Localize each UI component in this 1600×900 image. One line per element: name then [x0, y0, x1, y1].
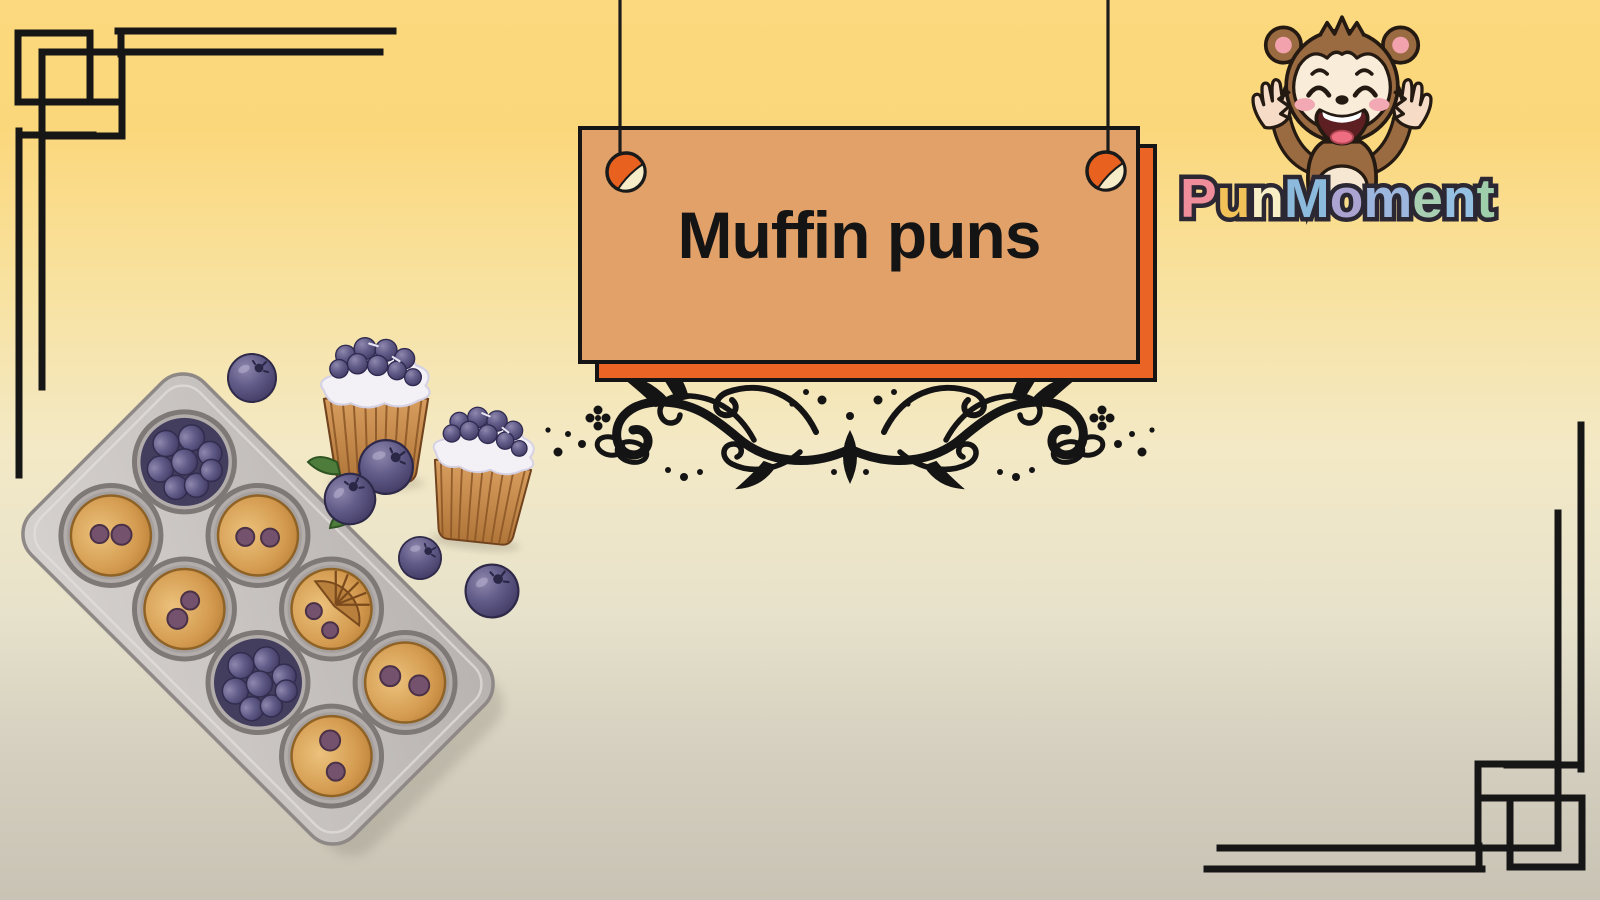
- corner-ornament-bottom-right: [1207, 425, 1582, 869]
- sign-board: Muffin puns: [578, 126, 1140, 364]
- logo-wordmark-outline: PunMoment: [1176, 163, 1500, 234]
- muffin-tray-icon: [21, 372, 504, 857]
- monkey-mascot-icon: [1226, 6, 1458, 192]
- cupcake-icon-front: [423, 403, 538, 555]
- logo-wordmark: PunMoment: [1180, 167, 1495, 229]
- flourish-divider-icon: [545, 356, 1154, 488]
- page-title: Muffin puns: [677, 198, 1042, 272]
